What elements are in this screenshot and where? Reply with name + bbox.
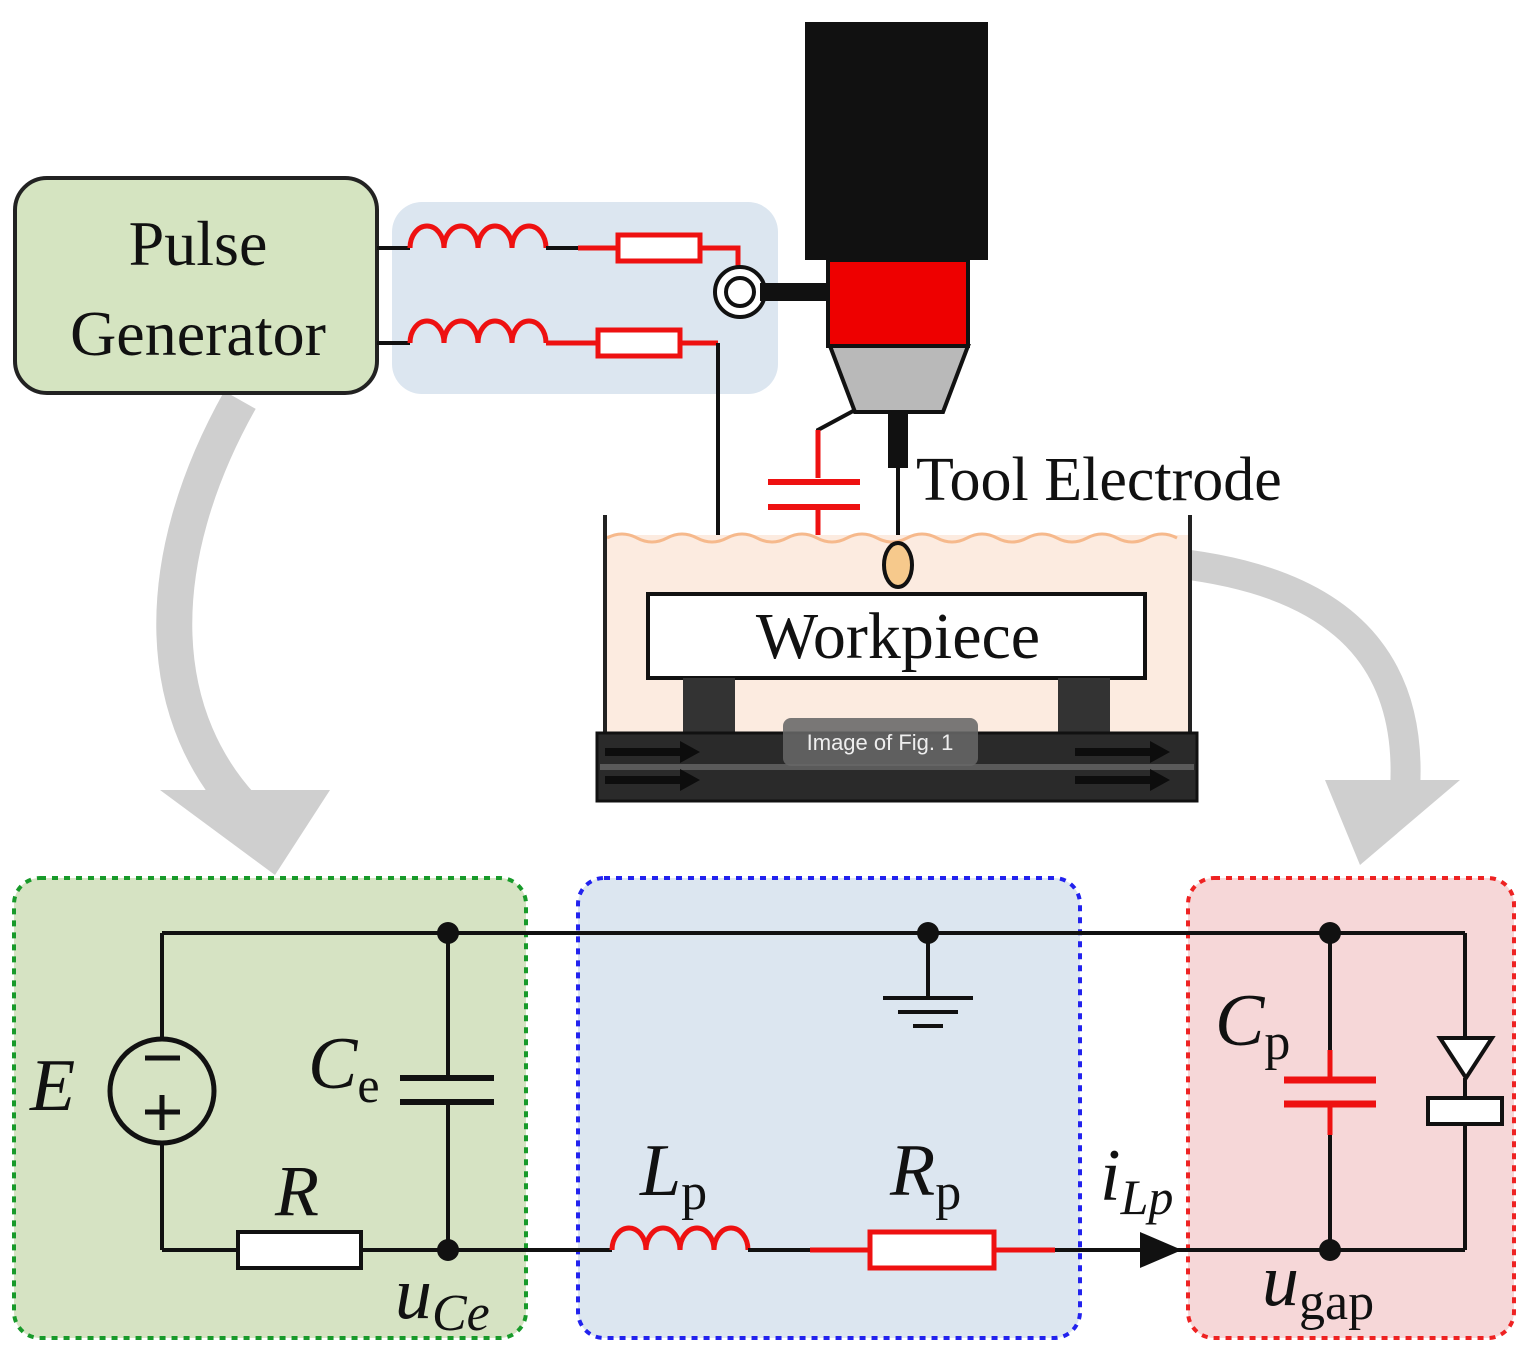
pulse-generator-label-line2: Generator — [70, 298, 326, 369]
label-uCe-sub: Ce — [432, 1285, 490, 1342]
brush-connector-inner — [724, 276, 756, 308]
gap-region — [1186, 876, 1516, 1340]
workpiece-block — [646, 592, 1147, 680]
upper-cable-inductor — [407, 223, 549, 249]
overlay-badge-text: Image of Fig. 1 — [807, 730, 954, 755]
label-Ce: Ce — [308, 1023, 380, 1113]
label-uCe-base: u — [395, 1253, 432, 1335]
spindle-motor — [805, 22, 988, 260]
lower-cable-inductor — [407, 318, 549, 344]
label-ugap-base: u — [1262, 1240, 1299, 1322]
label-R: R — [274, 1151, 319, 1231]
gap-diode-icon — [1436, 1036, 1496, 1082]
base-arrow-3 — [1075, 741, 1170, 763]
overlay-badge-bg — [783, 718, 978, 766]
spindle-chuck — [827, 344, 971, 414]
node-ce-top — [437, 922, 459, 944]
node-cp-bottom — [1319, 1239, 1341, 1261]
label-Rp: Rp — [889, 1130, 961, 1221]
upper-cable-resistor — [615, 232, 703, 264]
label-Lp: Lp — [639, 1130, 707, 1221]
workpiece-label: Workpiece — [756, 600, 1040, 673]
node-ground — [917, 922, 939, 944]
label-Cp-sub: p — [1264, 1014, 1290, 1071]
base-arrow-4 — [1075, 769, 1170, 791]
label-iLp: iLp — [1100, 1135, 1173, 1225]
gap-resistor-block — [1426, 1096, 1504, 1126]
inductor-Lp — [609, 1225, 751, 1251]
resistor-R — [236, 1230, 363, 1270]
label-iLp-base: i — [1100, 1135, 1121, 1217]
label-E: E — [29, 1045, 75, 1127]
cable-region-equivalent — [576, 876, 1082, 1340]
node-cp-top — [1319, 922, 1341, 944]
pulse-generator-box — [13, 176, 379, 395]
base-arrow-2 — [605, 769, 700, 791]
resistor-Rp — [867, 1229, 997, 1271]
label-Lp-base: L — [639, 1130, 681, 1212]
cap-lead-top — [816, 408, 856, 478]
current-arrow-iLp — [1140, 1232, 1182, 1268]
discharge-spark — [882, 541, 914, 589]
left-arrowhead — [160, 790, 330, 875]
support-right — [1058, 678, 1110, 733]
upper-cable-red-tail — [700, 245, 741, 268]
support-left — [683, 678, 735, 733]
brush-arm — [760, 283, 830, 301]
voltage-source-E — [107, 1036, 217, 1146]
label-uCe: uCe — [395, 1253, 490, 1342]
label-iLp-sub: Lp — [1120, 1169, 1174, 1225]
label-Rp-sub: p — [935, 1164, 961, 1221]
label-ugap-sub: gap — [1299, 1274, 1374, 1331]
label-Lp-sub: p — [681, 1164, 707, 1221]
label-Cp-base: C — [1215, 980, 1266, 1062]
spindle-collet-red — [826, 258, 970, 348]
label-Rp-base: R — [889, 1130, 935, 1212]
source-region — [12, 876, 528, 1340]
fluid-surface — [606, 532, 1178, 544]
right-arrowhead — [1325, 780, 1460, 865]
tool-electrode-label: Tool Electrode — [916, 446, 1282, 514]
lower-cable-resistor — [595, 327, 683, 359]
label-Ce-sub: e — [357, 1057, 379, 1113]
label-Ce-base: C — [308, 1023, 359, 1105]
pulse-generator-label-line1: Pulse — [129, 208, 268, 279]
left-curved-arrow — [156, 391, 268, 834]
label-ugap: ugap — [1262, 1240, 1374, 1331]
tool-shank — [888, 412, 908, 468]
label-Cp: Cp — [1215, 980, 1290, 1071]
node-ce-bottom — [437, 1239, 459, 1261]
base-arrow-1 — [605, 741, 700, 763]
